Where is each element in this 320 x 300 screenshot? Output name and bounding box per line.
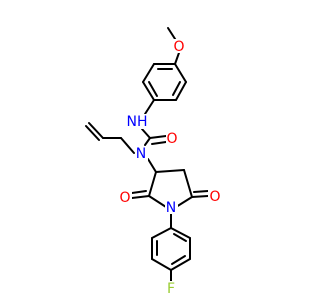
bond-ring2-d [148, 195, 167, 208]
structure-canvas: O NH O N O O N F [85, 27, 222, 297]
bond-ring2-b [183, 169, 193, 198]
bond-ring1-d [142, 81, 155, 101]
bond-ring3-a [170, 227, 191, 239]
bond-n-allyl-ch2 [120, 137, 135, 154]
bond-co-1 [149, 135, 167, 139]
bond-ring3-d [151, 258, 172, 271]
bond-co-2 [151, 141, 167, 145]
bond-ring3-c [170, 258, 191, 271]
bond-ring-co-right-2 [193, 190, 209, 193]
bond-n-ring [147, 158, 157, 173]
bond-carbonyl-n [144, 137, 151, 146]
atom-o-ring-right: O [208, 189, 222, 205]
atom-o-carbonyl-urea: O [166, 131, 179, 147]
bond-ring3-f [151, 227, 172, 239]
bond-ring3-double-1 [173, 233, 187, 242]
atom-f-aryl: F [165, 281, 177, 297]
bond-ring-co-left-1 [131, 195, 150, 199]
bond-nh-carbonyl [141, 128, 151, 139]
bond-ring1-e [142, 63, 155, 83]
bond-ring-co-left-2 [131, 190, 147, 194]
molecule-diagram: O NH O N O O N F [85, 27, 222, 297]
atom-n-allyl: N [135, 146, 148, 162]
bond-ring2-a [155, 169, 185, 173]
bond-ring2-e [148, 171, 157, 197]
atom-o-ring-left: O [118, 190, 132, 206]
atom-n-ring: N [165, 200, 178, 216]
bond-ring1-b [175, 81, 187, 101]
bond-allyl-ch2-double-2 [85, 125, 100, 141]
atom-nh-urea-label: NH [127, 114, 148, 130]
atom-n-allyl-label: N [136, 146, 146, 162]
atom-f-aryl-label: F [167, 281, 175, 297]
bond-allyl-ch2-double-1 [88, 122, 104, 139]
bond-ring2-c [175, 196, 193, 208]
atom-o-ring-left-label: O [119, 190, 130, 206]
atom-n-ring-label: N [166, 200, 176, 216]
bond-ring3-double-2 [171, 255, 186, 265]
bond-ring1-double-2 [172, 81, 181, 96]
atom-o-methoxy-label: O [173, 39, 184, 55]
atom-o-carbonyl-urea-label: O [166, 131, 177, 147]
atom-o-methoxy: O [172, 39, 186, 55]
bond-ring1-a [174, 63, 187, 83]
bond-aryl-nh [144, 99, 155, 115]
bond-ring1-double-3 [148, 81, 158, 97]
atom-nh-urea: NH [126, 114, 148, 130]
bond-ring-co-right-1 [191, 195, 209, 198]
atom-o-ring-right-label: O [209, 189, 220, 205]
